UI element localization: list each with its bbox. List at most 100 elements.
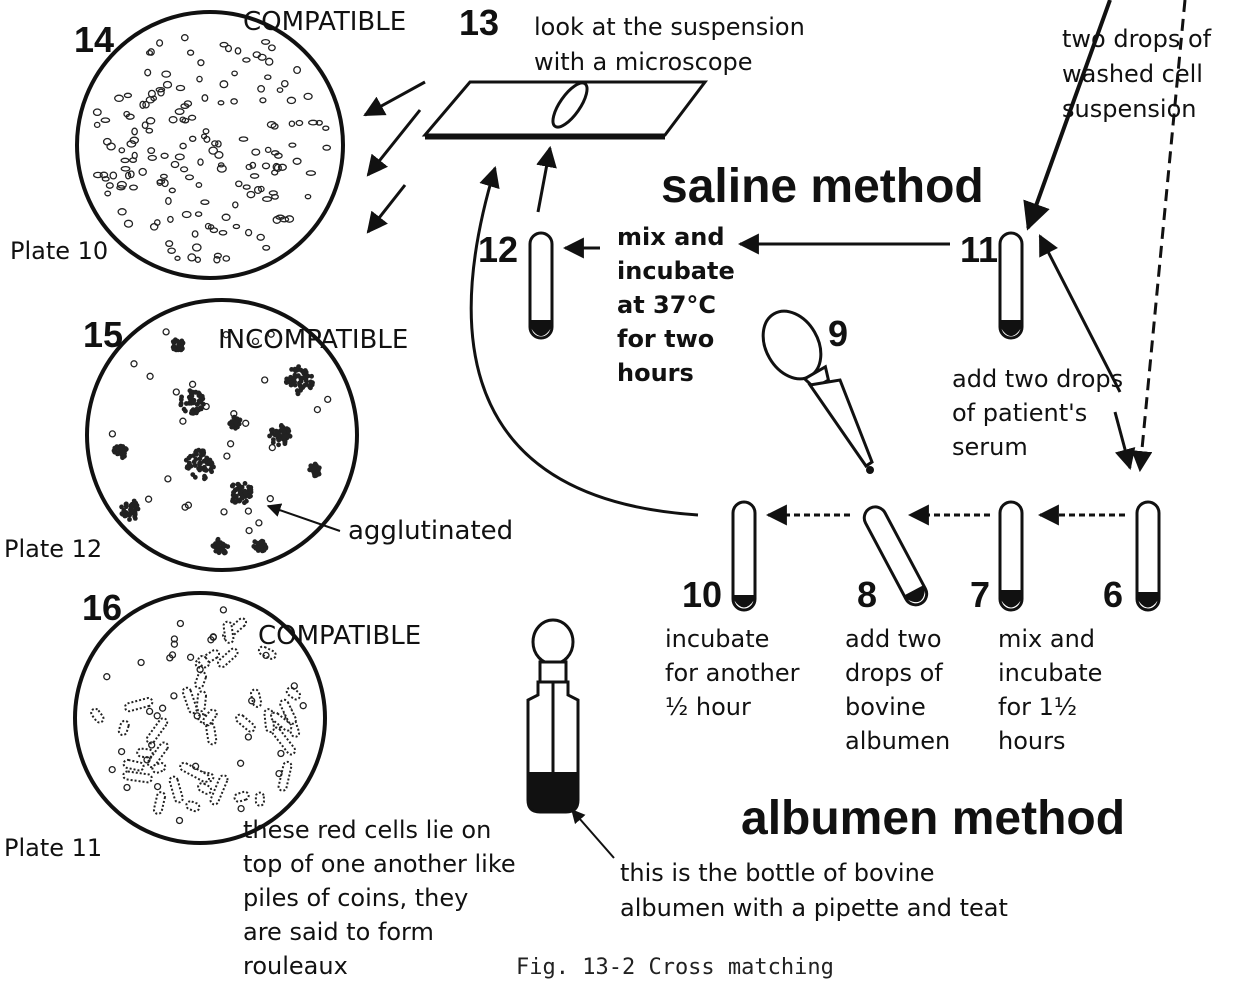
agglutinated-cell [231, 490, 236, 495]
agglutinated-cell [236, 482, 241, 487]
red-cell [166, 241, 173, 247]
agglutinated-cell [200, 394, 205, 399]
red-cell [228, 441, 234, 447]
red-cell [223, 256, 229, 261]
red-cell [305, 195, 310, 199]
step-6-number: 6 [1103, 577, 1123, 613]
red-cell [263, 197, 272, 202]
red-cell [161, 153, 168, 158]
plate-14-result: COMPATIBLE [243, 6, 406, 39]
red-cell [158, 89, 164, 96]
red-cell [215, 152, 223, 159]
agglutinated-cell [190, 410, 195, 415]
red-cell [121, 167, 130, 171]
agglutinated-cell [299, 377, 304, 382]
red-cell [162, 71, 171, 77]
rouleaux-stack [216, 647, 239, 669]
red-cell [197, 76, 202, 81]
rouleaux-note: these red cells lie on top of one anothe… [243, 813, 516, 983]
agglutinated-cell [303, 368, 308, 373]
red-cell [171, 162, 178, 168]
red-cell [262, 40, 270, 45]
agglutinated-cell [197, 468, 202, 473]
step-11-text: add two drops of patient's serum [952, 362, 1123, 464]
red-cell [173, 389, 179, 395]
rouleaux-stack [185, 800, 200, 812]
plate-15-result: INCOMPATIBLE [218, 324, 408, 357]
agglutinated-cell [267, 434, 272, 439]
red-cell [145, 69, 151, 75]
agglutinated-cell [193, 463, 198, 468]
red-cell [160, 705, 166, 711]
red-cell [146, 496, 152, 502]
agglutinated-cell [193, 475, 198, 480]
red-cell [236, 181, 242, 186]
rouleaux-stack [182, 687, 198, 715]
red-cell [289, 121, 294, 126]
agglutinated-cell [204, 456, 209, 461]
step-13-text: look at the suspension with a microscope [534, 10, 805, 80]
agglutinated-cell [270, 427, 275, 432]
agglutinated-cell [216, 544, 221, 549]
microscope-slide [425, 78, 705, 138]
red-cell [325, 396, 331, 402]
red-cell [220, 43, 228, 47]
rouleaux-stack [123, 759, 144, 771]
red-cell [246, 230, 252, 236]
agglutinated-cell [191, 401, 196, 406]
figure-caption: Fig. 13-2 Cross matching [516, 954, 834, 982]
red-cell [304, 93, 312, 99]
agglutinated-cell [298, 383, 303, 388]
red-cell [263, 163, 270, 169]
agglutinated-cell [127, 517, 132, 522]
agglutinated-cell [284, 433, 289, 438]
red-cell [293, 158, 301, 164]
red-cell [269, 45, 276, 51]
step-7-text: mix and incubate for 1½ hours [998, 622, 1102, 758]
rouleaux-stack [123, 771, 153, 783]
step-16-number: 16 [82, 590, 122, 626]
agglutinated-cell [171, 347, 176, 352]
red-cell [155, 784, 161, 790]
red-cell [169, 117, 177, 123]
red-cell [198, 159, 203, 165]
rouleaux-stack [153, 791, 166, 814]
red-cell [235, 48, 240, 54]
red-cell [131, 361, 137, 367]
red-cell [175, 109, 184, 115]
red-cell [163, 329, 169, 335]
red-cell [256, 520, 262, 526]
red-cell [252, 149, 260, 155]
agglutinated-cell [305, 373, 310, 378]
step-10-text: incubate for another ½ hour [665, 622, 799, 724]
plate-14-circle [77, 12, 343, 278]
step-8-text: add two drops of bovine albumen [845, 622, 950, 758]
red-cell [181, 167, 188, 172]
red-cell [190, 381, 196, 387]
red-cell [255, 187, 262, 194]
red-cell [132, 128, 137, 135]
red-cell [219, 231, 226, 235]
agglutinated-cell [198, 405, 203, 410]
rouleaux-stack [234, 713, 256, 733]
red-cell [124, 93, 131, 97]
step-12-number: 12 [478, 232, 518, 268]
rouleaux-stack [194, 671, 207, 689]
red-cell [94, 172, 103, 177]
red-cell [222, 214, 230, 220]
red-cell [243, 58, 250, 62]
red-cell [171, 693, 177, 699]
agglutinated-cell [283, 439, 288, 444]
rouleaux-stack [118, 720, 130, 736]
agglutinated-cell [197, 456, 202, 461]
red-cell [243, 185, 250, 189]
red-cell [282, 81, 288, 87]
rouleaux-stack [197, 782, 213, 796]
agglutinated-cell [171, 339, 176, 344]
tube-11 [1000, 233, 1022, 338]
red-cell [157, 180, 164, 184]
agglutinated-cell [279, 423, 284, 428]
agglutinated-cell [176, 340, 181, 345]
red-cell [186, 175, 194, 180]
red-cell [287, 97, 295, 103]
